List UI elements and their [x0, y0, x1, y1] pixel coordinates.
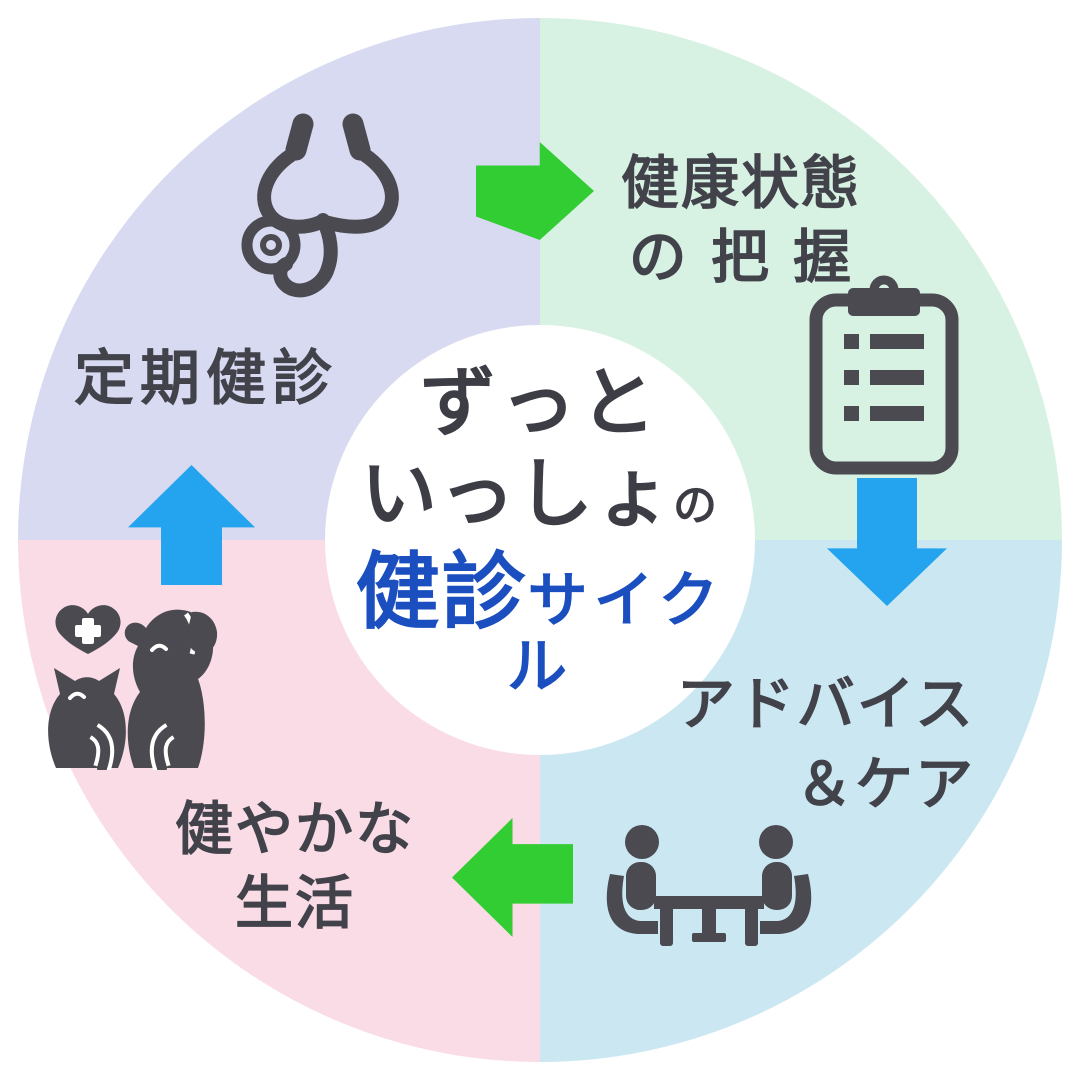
- advice-care-label: アドバイス ＆ケア: [575, 664, 975, 824]
- dog-and-cat-icon: [48, 605, 218, 770]
- advice-care-label-line2: ＆ケア: [794, 750, 975, 818]
- center-title-line2-main: いっしょ: [361, 449, 673, 539]
- advice-care-label-line1: アドバイス: [676, 670, 975, 738]
- health-status-label-line1: 健康状態: [620, 149, 861, 217]
- clipboard-checklist-icon: [809, 275, 959, 475]
- center-title-line3-main: 健診: [355, 543, 528, 642]
- center-title-line3-sub: サイクル: [507, 566, 725, 703]
- center-title-line2: いっしょの: [325, 451, 755, 536]
- center-title: ずっと いっしょの 健診サイクル: [325, 360, 755, 699]
- healthy-life-label: 健やかな 生活: [140, 792, 450, 940]
- center-title-line2-small: の: [673, 480, 719, 532]
- consultation-icon: [606, 825, 812, 946]
- healthy-life-label-line1: 健やかな: [174, 795, 415, 863]
- center-title-line3: 健診サイクル: [325, 548, 755, 699]
- health-status-label: 健康状態 の 把 握: [588, 146, 894, 294]
- center-circle: [325, 325, 755, 755]
- center-title-line1: ずっと: [420, 358, 660, 447]
- healthy-life-label-line2: 生活: [234, 869, 355, 937]
- regular-checkup-label: 定期健診: [74, 344, 338, 414]
- stethoscope-icon: [241, 113, 399, 298]
- health-status-label-line2: の 把 握: [628, 223, 854, 291]
